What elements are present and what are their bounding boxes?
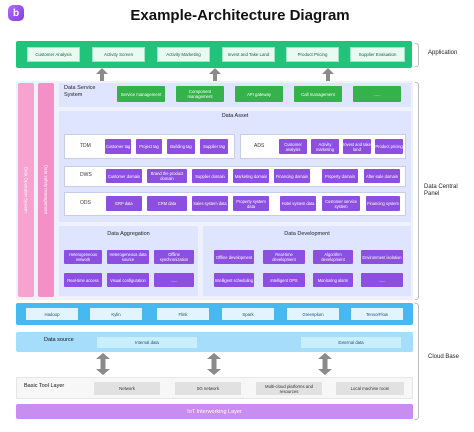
app-item-customer-analysis: Customer Analysis [27,47,80,62]
double-arrow-icon [207,353,221,375]
tdm-item: Supplier tag [200,139,228,154]
data-aggregation-title: Data Aggregation [107,231,150,237]
cloud-tool-item: Hadoop [26,308,78,320]
cloud-tool-item: TensorFlow [351,308,403,320]
aggregation-item: Heterogeneous network [64,250,102,264]
aggregation-item: Real-time access [64,273,102,287]
development-item: ...... [361,273,403,287]
service-item-call-management: Call management [294,86,342,102]
aggregation-item: Offline synchronization [154,250,194,264]
tdm-label: TDM [80,143,91,149]
aggregation-item: ...... [154,273,194,287]
development-item: Monitoring alarm [313,273,353,287]
tdm-item: Building tag [167,139,195,154]
ods-item: Customer service system [322,196,360,211]
central-brace [415,82,419,300]
service-item-more: ...... [353,86,401,102]
ods-item: Financing system [366,196,400,211]
application-brace [415,43,419,67]
app-item-invest-take-land: Invest and Take Land [222,47,275,62]
data-source-item-internal: Internal data [97,337,197,348]
double-arrow-icon [96,353,110,375]
ads-item: Activity marketing [311,139,339,154]
up-arrow-icon [96,68,108,81]
data-source-item-external: External data [301,337,401,348]
data-service-label: Data Service System [64,85,96,98]
service-item-api-gateway: API gateway [235,86,283,102]
ods-item: Property system data [233,196,269,211]
tool-item: Network [94,382,160,395]
application-band [16,41,412,68]
ods-item: Hotel system data [280,196,316,211]
data-operation-system-label: Data Operation System [23,167,29,213]
development-item: Algorithm development [313,250,353,264]
data-safety-management-column: Data safety management [38,83,54,297]
tool-item: Local machine room [336,382,404,395]
logo-letter: b [12,7,20,19]
basic-tool-layer-label: Basic Tool Layer [24,383,65,389]
development-item: Real-time development [263,250,305,264]
dws-item: Supplier domain [192,169,228,183]
dws-item: After-sale domain [364,169,400,183]
service-item-component-management: Component management [176,86,224,102]
data-operation-system-column: Data Operation System [18,83,34,297]
tool-item: Multi-cloud platforms and resources [256,382,322,395]
ods-item: ERP data [106,196,142,211]
data-central-label: Data Central Panel [424,184,458,197]
tdm-item: Customer tag [105,139,131,154]
brand-logo: b [8,5,24,21]
data-asset-title: Data Asset [221,113,249,119]
up-arrow-icon [322,68,334,81]
app-item-product-pricing: Product Pricing [286,47,339,62]
dws-item: Financing domain [274,169,310,183]
data-safety-management-label: Data safety management [43,165,49,215]
dws-item: Marketing domain [233,169,269,183]
tdm-item: Project tag [136,139,162,154]
service-item-service-management: Service management [117,86,165,102]
data-source-label: Data source [44,337,74,343]
data-development-title: Data Development [284,231,330,237]
cloud-tool-item: Flink [157,308,209,320]
cloud-base-label: Cloud Base [428,354,460,360]
cloud-tool-item: Kylin [90,308,142,320]
aggregation-item: Visual configuration [107,273,149,287]
app-item-activity-screen: Activity Screen [92,47,145,62]
ads-label: ADS [254,143,265,149]
ods-item: Sales system data [192,196,228,211]
dws-item: Brand the product domain [147,169,187,183]
up-arrow-icon [209,68,221,81]
tool-item: 5G network [175,382,241,395]
dws-label: DWS [80,172,92,178]
aggregation-item: Heterogeneous data source [107,250,149,264]
application-label: Application [428,50,458,56]
ads-item: Invest and take land [343,139,371,154]
cloud-tool-item: Spark [222,308,274,320]
diagram-title: Example-Architecture Diagram [130,6,350,24]
ads-item: Product pricing [375,139,403,154]
ods-item: CRM data [147,196,187,211]
dws-item: Property domain [322,169,358,183]
app-item-activity-marketing: Activity Marketing [157,47,210,62]
cloud-brace [415,303,419,420]
app-item-supplier-evaluation: Supplier Evaluation [350,47,405,62]
double-arrow-icon [318,353,332,375]
iot-interworking-layer: IoT Interworking Layer [16,404,413,419]
cloud-tool-item: Greenplum [287,308,339,320]
development-item: Intelligent scheduling [214,273,254,287]
development-item: Offline development [214,250,254,264]
ods-label: ODS [80,200,91,206]
development-item: Intelligent OPS [263,273,305,287]
development-item: Environment isolation [361,250,403,264]
ads-item: Customer analysis [279,139,307,154]
dws-item: Customer domain [106,169,142,183]
